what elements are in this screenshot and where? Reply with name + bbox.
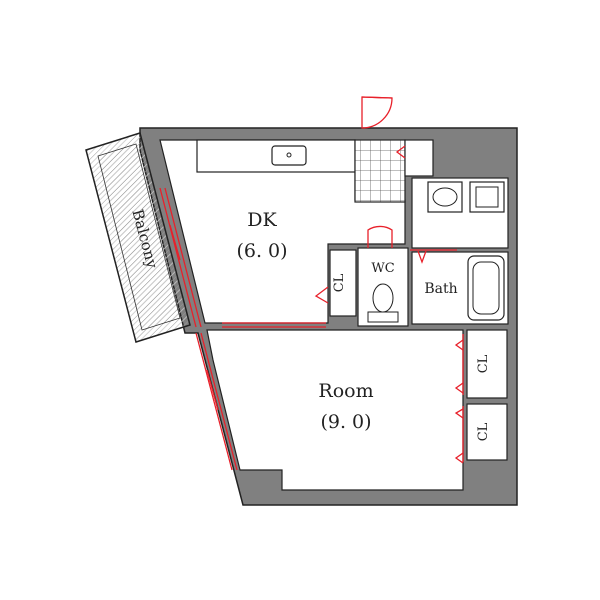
- closet-dk-door: [314, 286, 329, 304]
- bath-label: Bath: [424, 281, 457, 297]
- washbasin: [427, 181, 463, 213]
- bathtub: [467, 255, 505, 321]
- room-window-mid: [206, 369, 219, 411]
- doors-and-windows: [159, 96, 464, 471]
- kitchen-sink: [271, 145, 307, 166]
- toilet-tank: [367, 311, 399, 323]
- entrance-door-swing: [361, 96, 393, 129]
- room-closet-marker-1: [454, 339, 464, 351]
- room-name: Room: [318, 380, 373, 402]
- room-floor: [206, 329, 464, 491]
- entrance-tiles: [354, 139, 406, 203]
- dk-window-outer: [159, 187, 197, 328]
- washing-machine-inner: [475, 186, 499, 208]
- dk-window-inner: [164, 187, 202, 328]
- closet-room-1-label: CL: [476, 354, 491, 373]
- dk-size: (6. 0): [236, 240, 287, 262]
- entrance-door-leaf: [361, 96, 393, 99]
- room-closet-marker-3: [454, 408, 464, 419]
- dk-name: DK: [247, 209, 277, 231]
- bath-door-marker: [417, 250, 427, 264]
- washbasin-bowl: [432, 187, 458, 207]
- room-closet-marker-2: [454, 382, 464, 394]
- wc-label: WC: [371, 261, 394, 276]
- closet-room-2-label: CL: [476, 422, 491, 441]
- entry-inner-door: [395, 145, 406, 159]
- wc-door-swing: [367, 225, 393, 248]
- balcony-inner: [97, 143, 181, 331]
- shoe-cabinet: [404, 139, 434, 177]
- dk-window-mid: [169, 224, 181, 261]
- bathtub-inner: [472, 261, 500, 315]
- room-closet-marker-4: [454, 452, 464, 464]
- closet-dk-label: CL: [332, 273, 347, 292]
- room-size: (9. 0): [320, 411, 371, 433]
- closet-dk: [329, 249, 357, 317]
- room-window-inner: [200, 332, 238, 471]
- sink-drain: [286, 152, 292, 158]
- room-window-outer: [195, 332, 233, 471]
- closet-room-1: [466, 329, 508, 399]
- toilet-bowl: [372, 283, 394, 313]
- closet-room-2: [466, 403, 508, 461]
